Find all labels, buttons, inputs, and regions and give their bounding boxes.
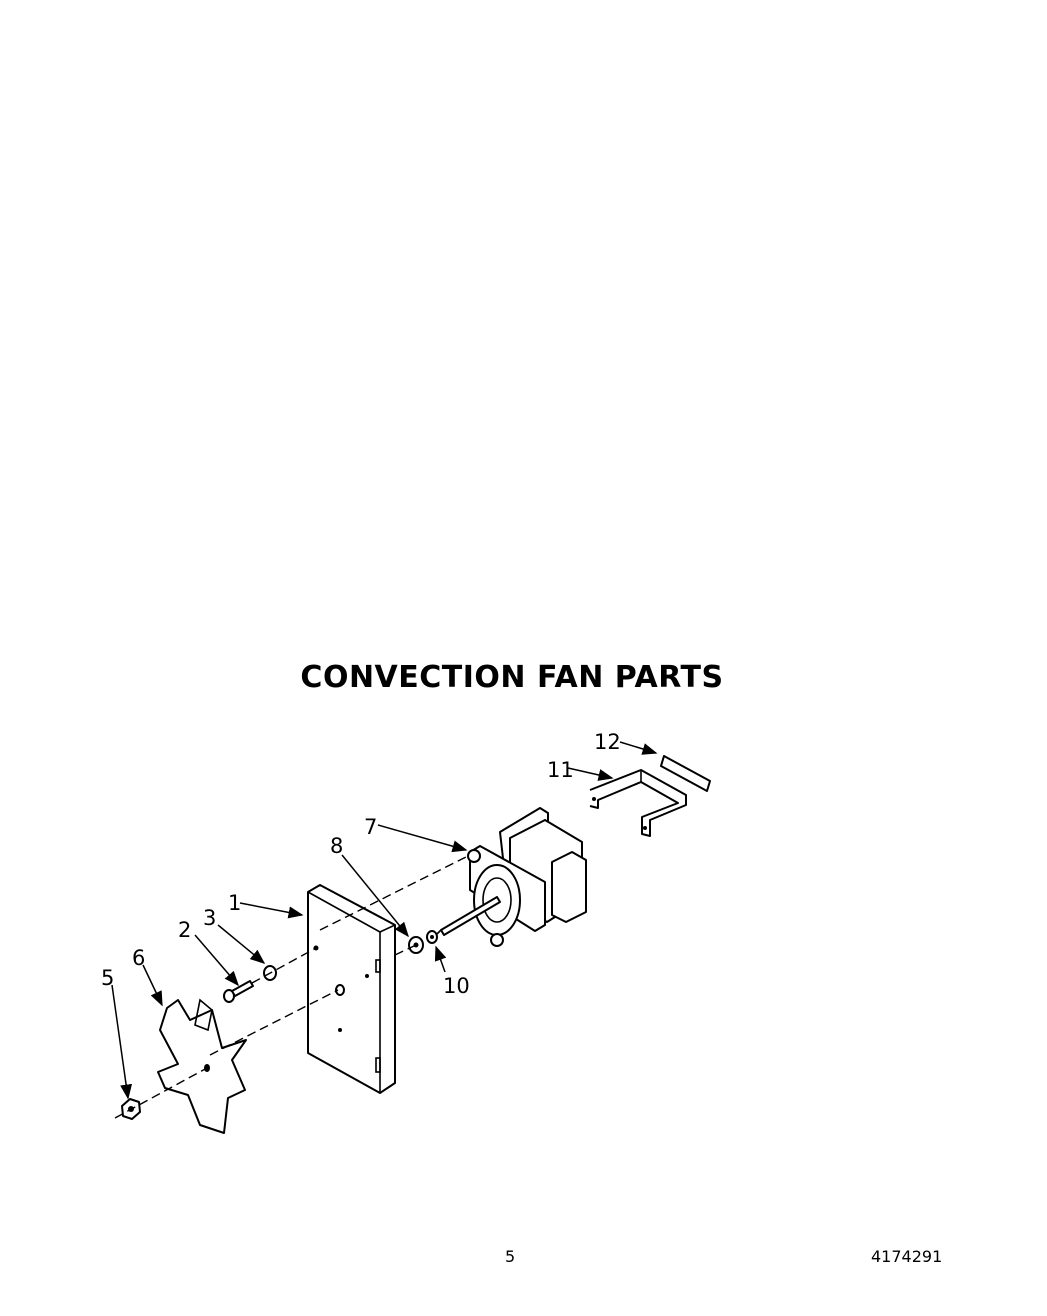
callout-3: 3: [203, 906, 216, 930]
callout-10: 10: [443, 974, 470, 998]
callout-12: 12: [594, 730, 621, 754]
part-11-bracket: [589, 769, 687, 837]
callout-7: 7: [364, 815, 377, 839]
part-10-washer: [426, 930, 438, 944]
page-number: 5: [505, 1247, 516, 1266]
part-12-gasket: [660, 755, 711, 792]
callout-11: 11: [547, 758, 574, 782]
part-2-screw: [223, 980, 254, 1003]
document-number: 4174291: [871, 1247, 943, 1266]
callout-6: 6: [132, 946, 145, 970]
part-8-washer: [408, 936, 424, 954]
part-7-motor: [435, 807, 587, 947]
page-title: CONVECTION FAN PARTS: [300, 660, 724, 695]
part-1-panel: [307, 884, 396, 1094]
callout-1: 1: [228, 891, 241, 915]
callout-8: 8: [330, 834, 343, 858]
callout-5: 5: [101, 966, 114, 990]
part-6-fan-blade: [157, 998, 247, 1134]
callout-2: 2: [178, 918, 191, 942]
